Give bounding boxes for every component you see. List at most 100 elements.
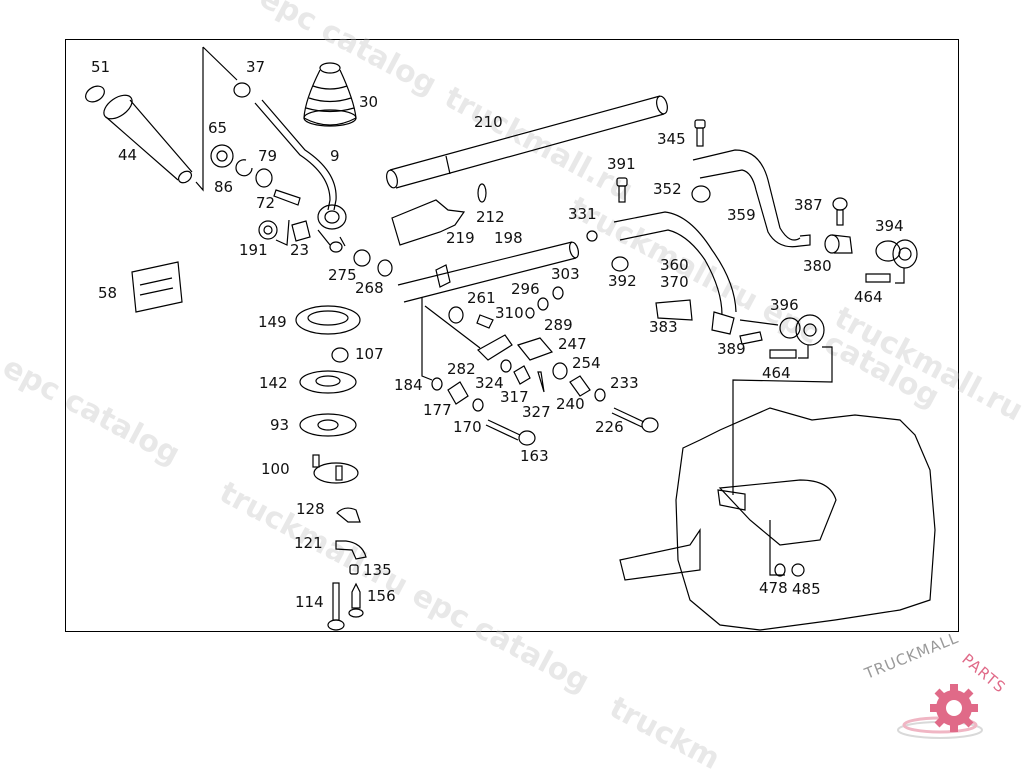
part-label[interactable]: 389 — [717, 340, 746, 358]
part-212-ring — [477, 183, 487, 203]
part-label[interactable]: 79 — [258, 147, 278, 165]
part-label[interactable]: 331 — [568, 205, 597, 223]
part-label[interactable]: 100 — [261, 460, 290, 478]
part-label[interactable]: 296 — [511, 280, 540, 298]
part-label[interactable]: 210 — [474, 113, 503, 131]
part-label[interactable]: 226 — [595, 418, 624, 436]
part-352-nut — [691, 185, 711, 203]
leader-line — [275, 219, 290, 246]
part-360-tube — [613, 211, 737, 335]
part-label[interactable]: 170 — [453, 418, 482, 436]
part-label[interactable]: 464 — [762, 364, 791, 382]
part-label[interactable]: 303 — [551, 265, 580, 283]
part-label[interactable]: 310 — [495, 304, 524, 322]
part-label[interactable]: 327 — [522, 403, 551, 421]
part-label[interactable]: 121 — [294, 534, 323, 552]
part-label[interactable]: 23 — [290, 241, 310, 259]
part-label[interactable]: 352 — [653, 180, 682, 198]
part-label[interactable]: 191 — [239, 241, 268, 259]
part-label[interactable]: 485 — [792, 580, 821, 598]
diagram-frame — [65, 39, 959, 632]
part-142-plate — [299, 370, 357, 394]
part-label[interactable]: 394 — [875, 217, 904, 235]
part-345-bolt — [694, 119, 706, 147]
part-label[interactable]: 184 — [394, 376, 423, 394]
part-107-nut — [331, 347, 349, 363]
part-label[interactable]: 128 — [296, 500, 325, 518]
part-label[interactable]: 156 — [367, 587, 396, 605]
part-label[interactable]: 65 — [208, 119, 228, 137]
part-label[interactable]: 282 — [447, 360, 476, 378]
part-191-nut — [258, 220, 278, 240]
part-label[interactable]: 247 — [558, 335, 587, 353]
part-296-washer — [537, 297, 549, 311]
part-label[interactable]: 464 — [854, 288, 883, 306]
part-label[interactable]: 392 — [608, 272, 637, 290]
part-label[interactable]: 233 — [610, 374, 639, 392]
part-label[interactable]: 387 — [794, 196, 823, 214]
part-label[interactable]: 240 — [556, 395, 585, 413]
part-380-fitting — [824, 234, 853, 254]
part-394-joint — [875, 239, 918, 269]
part-label[interactable]: 289 — [544, 316, 573, 334]
part-163-bolt — [485, 419, 536, 446]
part-184-washer — [431, 377, 443, 391]
part-label[interactable]: 261 — [467, 289, 496, 307]
part-label[interactable]: 275 — [328, 266, 357, 284]
part-114-bolt — [327, 582, 345, 631]
part-label[interactable]: 317 — [500, 388, 529, 406]
part-label[interactable]: 177 — [423, 401, 452, 419]
part-359-tube — [692, 149, 811, 248]
part-label[interactable]: 360 — [660, 256, 689, 274]
part-58-gate-plate — [131, 261, 183, 313]
part-label[interactable]: 391 — [607, 155, 636, 173]
part-268-bushing — [377, 259, 393, 277]
part-324-bushing — [513, 365, 531, 385]
part-label[interactable]: 72 — [256, 194, 276, 212]
part-247-lever — [477, 334, 554, 361]
part-383-sleeve — [655, 299, 693, 321]
part-label[interactable]: 9 — [330, 147, 340, 165]
part-478-washer — [774, 563, 786, 577]
part-label[interactable]: 37 — [246, 58, 266, 76]
part-label[interactable]: 58 — [98, 284, 118, 302]
part-label[interactable]: 135 — [363, 561, 392, 579]
part-label[interactable]: 383 — [649, 318, 678, 336]
part-label[interactable]: 370 — [660, 273, 689, 291]
part-310-washer — [525, 307, 535, 319]
part-387-bolt — [832, 197, 848, 226]
leader-line — [732, 319, 833, 495]
part-233-washer — [594, 388, 606, 402]
part-391-bolt — [616, 177, 628, 203]
part-label[interactable]: 114 — [295, 593, 324, 611]
part-label[interactable]: 380 — [803, 257, 832, 275]
part-label[interactable]: 268 — [355, 279, 384, 297]
part-37-nut — [233, 82, 251, 98]
part-219-fork — [391, 199, 466, 246]
part-100-plate — [312, 454, 359, 484]
part-label[interactable]: 396 — [770, 296, 799, 314]
part-label[interactable]: 359 — [727, 206, 756, 224]
part-label[interactable]: 163 — [520, 447, 549, 465]
part-label[interactable]: 30 — [359, 93, 379, 111]
part-label[interactable]: 219 — [446, 229, 475, 247]
truckmallparts-logo: TRUCKMALL PARTS — [852, 629, 1022, 748]
part-label[interactable]: 149 — [258, 313, 287, 331]
part-label[interactable]: 198 — [494, 229, 523, 247]
part-label[interactable]: 44 — [118, 146, 138, 164]
part-label[interactable]: 478 — [759, 579, 788, 597]
part-label[interactable]: 212 — [476, 208, 505, 226]
part-30-boot — [303, 62, 357, 127]
part-23-sleeve — [291, 220, 311, 242]
part-210-shaft — [386, 95, 668, 189]
part-label[interactable]: 345 — [657, 130, 686, 148]
part-label[interactable]: 86 — [214, 178, 234, 196]
part-label[interactable]: 51 — [91, 58, 111, 76]
part-label[interactable]: 254 — [572, 354, 601, 372]
part-label[interactable]: 93 — [270, 416, 290, 434]
part-label[interactable]: 142 — [259, 374, 288, 392]
part-9-lever — [254, 99, 347, 253]
part-label[interactable]: 107 — [355, 345, 384, 363]
transmission-housing — [619, 407, 936, 631]
part-label[interactable]: 324 — [475, 374, 504, 392]
